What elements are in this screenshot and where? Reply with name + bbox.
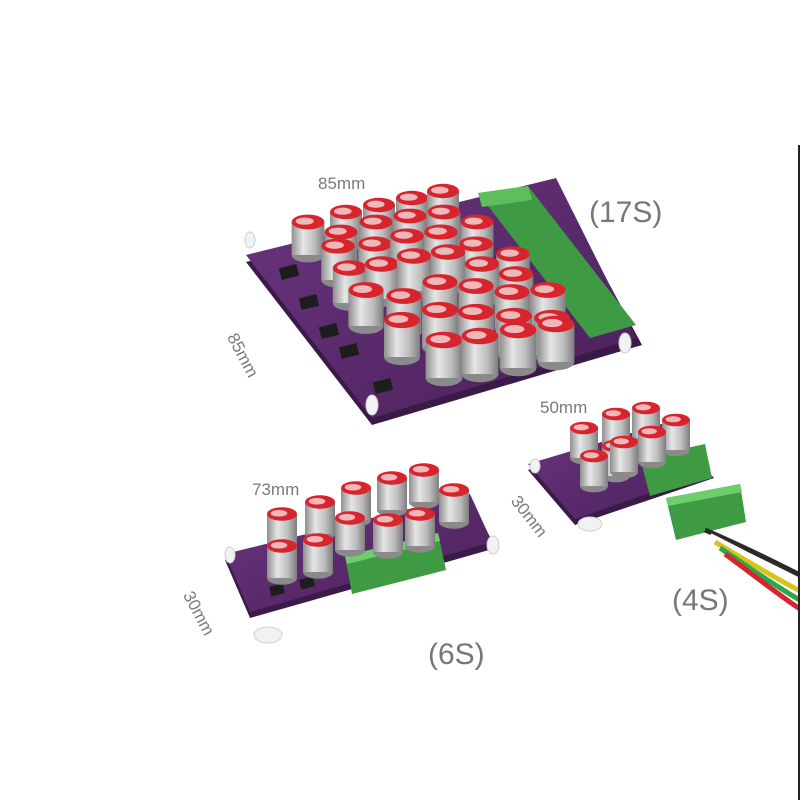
board-4s bbox=[528, 401, 800, 612]
capacitor bbox=[638, 425, 666, 469]
capacitor bbox=[439, 483, 469, 529]
ics-17s bbox=[278, 264, 394, 394]
capacitor bbox=[303, 533, 333, 579]
photo-edge-line bbox=[798, 145, 800, 800]
capacitor bbox=[537, 315, 575, 371]
dim-6s-top: 73mm bbox=[252, 480, 300, 499]
board-6s-label: (6S) bbox=[428, 638, 485, 671]
board-17s bbox=[244, 178, 642, 425]
capacitor bbox=[348, 282, 384, 334]
terminal-4s bbox=[640, 444, 746, 540]
board-17s-label: (17S) bbox=[589, 196, 663, 229]
capacitor bbox=[405, 507, 435, 553]
capacitor bbox=[461, 327, 499, 383]
capacitor bbox=[409, 463, 439, 509]
capacitor bbox=[662, 413, 690, 457]
capacitor bbox=[580, 449, 608, 493]
capacitor bbox=[373, 513, 403, 559]
capacitor bbox=[291, 214, 325, 263]
dim-17s-top: 85mm bbox=[318, 174, 366, 193]
capacitor bbox=[499, 321, 537, 377]
capacitors-17s bbox=[291, 183, 575, 387]
standoffs-4s bbox=[529, 458, 603, 532]
dim-4s-top: 50mm bbox=[540, 398, 588, 417]
capacitor bbox=[267, 539, 297, 585]
capacitor bbox=[335, 511, 365, 557]
wires-4s bbox=[704, 527, 800, 612]
standoffs-17s bbox=[244, 231, 632, 416]
capacitors-6s bbox=[267, 463, 469, 585]
capacitor bbox=[377, 471, 407, 517]
board-6s bbox=[224, 463, 500, 644]
standoffs-6s bbox=[224, 535, 500, 644]
capacitors-4s bbox=[570, 401, 690, 493]
capacitor bbox=[425, 331, 463, 387]
board-4s-label: (4S) bbox=[672, 584, 729, 617]
terminal-17s bbox=[478, 186, 636, 338]
capacitor bbox=[610, 435, 638, 479]
ics-6s bbox=[268, 576, 316, 597]
capacitor bbox=[384, 311, 420, 366]
